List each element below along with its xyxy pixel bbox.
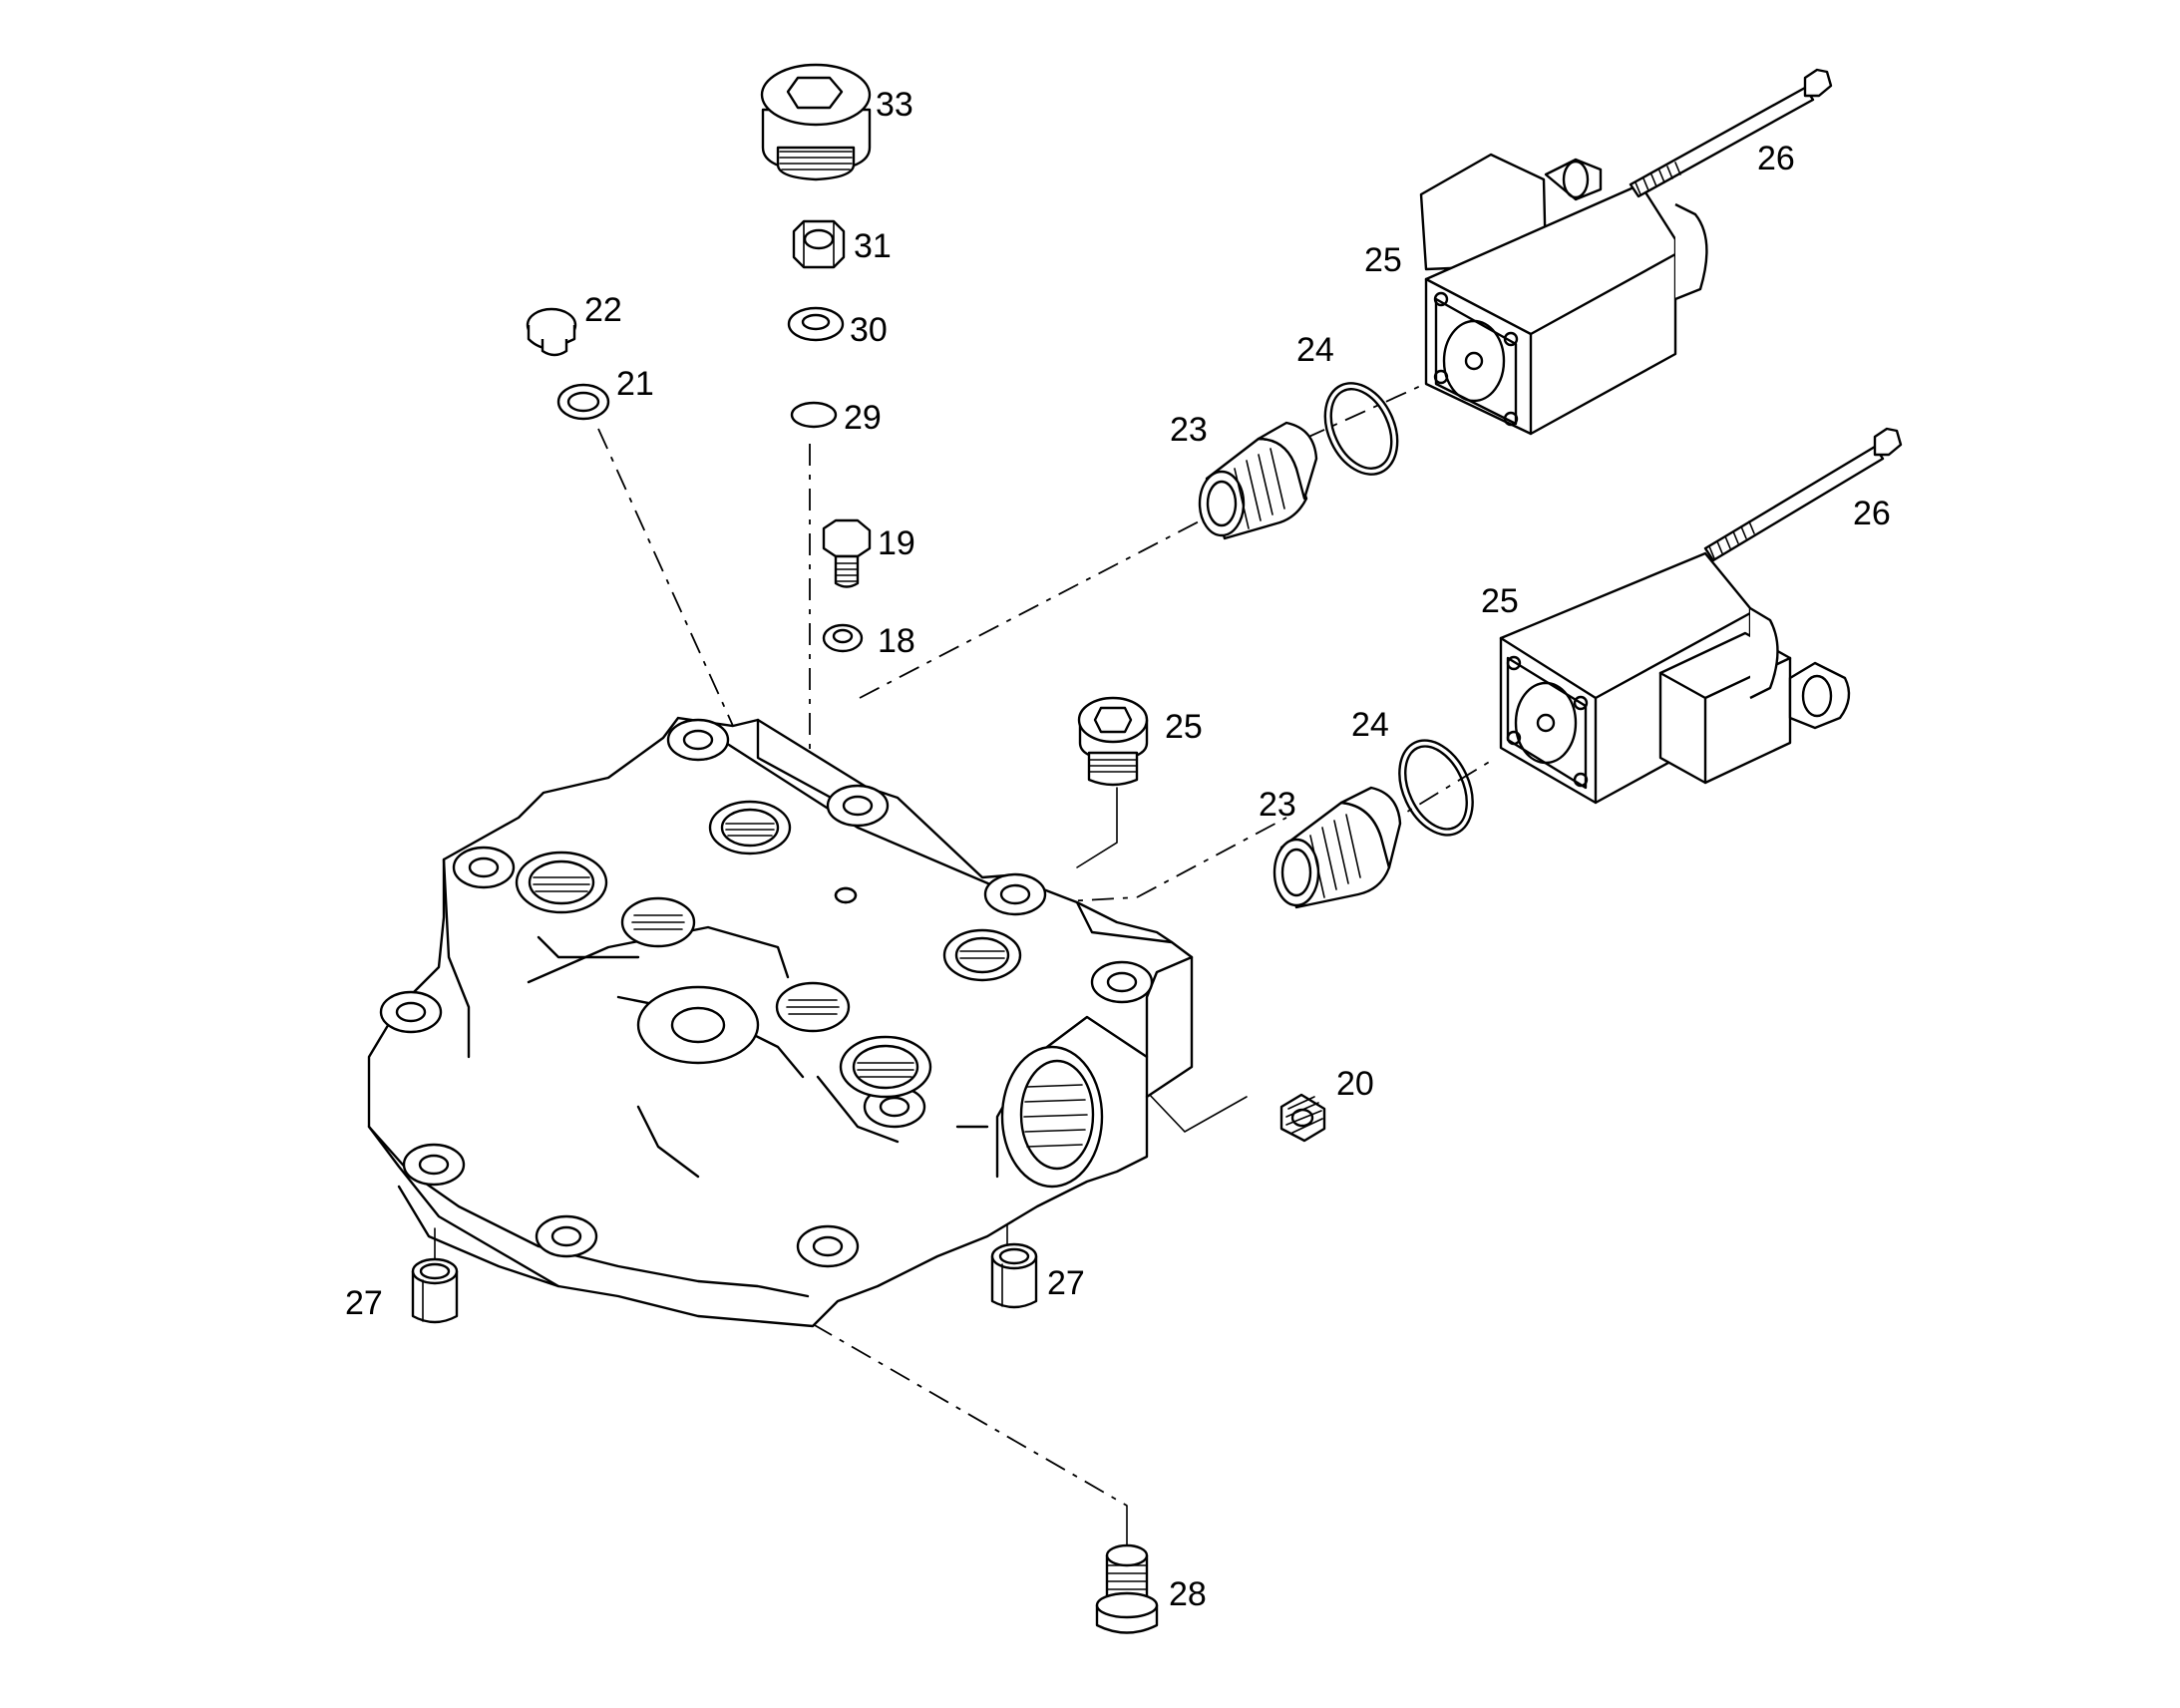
callout-25-lower: 25 <box>1481 582 1519 620</box>
callout-24-upper: 24 <box>1296 331 1334 369</box>
part-31-hex-nut <box>792 219 846 269</box>
lower-bolt-26 <box>1703 427 1903 562</box>
part-21-seal-ring <box>556 383 610 421</box>
callout-18: 18 <box>878 622 915 660</box>
callout-33: 33 <box>876 86 913 124</box>
callout-26-upper: 26 <box>1757 140 1795 177</box>
callout-27-left: 27 <box>345 1284 383 1322</box>
lower-solenoid-25 <box>1499 551 1851 805</box>
housing-threaded-ports <box>515 800 1104 1189</box>
part-33-hex-plug <box>760 63 872 181</box>
housing-pilot-hole <box>834 886 858 904</box>
part-20-set-screw <box>1279 1093 1326 1143</box>
callout-26-lower: 26 <box>1853 495 1891 532</box>
part-28-bottom-plug <box>1095 1543 1159 1634</box>
callout-31: 31 <box>854 227 892 265</box>
part-27-dowel-left <box>411 1257 459 1324</box>
callout-25-plug: 25 <box>1165 708 1203 746</box>
valve-housing <box>367 716 1194 1328</box>
callout-21: 21 <box>616 365 654 403</box>
callout-labels: 33 31 30 29 22 21 19 18 26 25 24 23 26 2… <box>345 86 1891 1613</box>
callout-24-lower: 24 <box>1351 706 1389 744</box>
part-25-socket-plug <box>1077 696 1149 787</box>
part-18-washer <box>822 623 864 653</box>
callout-25-upper: 25 <box>1364 241 1402 279</box>
callout-19: 19 <box>878 524 915 562</box>
part-19-hex-bolt <box>822 518 872 588</box>
lower-valve-insert-23 <box>1272 786 1402 909</box>
callout-22: 22 <box>584 291 622 329</box>
callout-20: 20 <box>1336 1065 1374 1103</box>
housing-bolt-holes <box>379 718 1154 1268</box>
callout-27-right: 27 <box>1047 1264 1085 1302</box>
part-27-dowel-right <box>990 1242 1038 1309</box>
upper-seal-ring-24 <box>1323 382 1399 476</box>
callout-28: 28 <box>1169 1575 1207 1613</box>
upper-solenoid-25 <box>1419 153 1708 436</box>
callout-23-lower: 23 <box>1259 786 1296 824</box>
callout-30: 30 <box>850 311 888 349</box>
part-22-plug <box>526 307 577 357</box>
callout-29: 29 <box>844 399 882 437</box>
part-29-o-ring <box>790 401 838 429</box>
part-30-washer <box>787 306 845 342</box>
upper-valve-insert-23 <box>1198 421 1318 540</box>
callout-23-upper: 23 <box>1170 411 1208 449</box>
upper-bolt-26 <box>1629 68 1833 198</box>
lower-seal-ring-24 <box>1398 739 1474 837</box>
